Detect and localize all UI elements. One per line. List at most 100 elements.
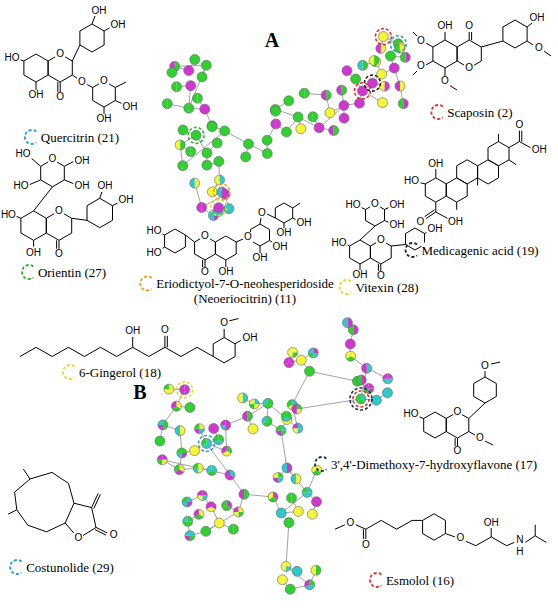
- atom-label: O: [200, 231, 210, 241]
- ring-bond: [503, 20, 527, 48]
- pie-slice: [190, 178, 195, 188]
- pie-slice: [222, 446, 227, 454]
- bond-line: [509, 160, 516, 165]
- atom-label: O: [534, 43, 544, 53]
- node-outline: [214, 203, 224, 213]
- bond-line: [456, 202, 457, 210]
- pie-slice: [325, 108, 330, 118]
- ring-bond: [275, 203, 292, 223]
- pie-slice: [361, 375, 366, 385]
- double-bond: [59, 240, 60, 248]
- bond-line: [544, 51, 551, 56]
- bond-line: [360, 226, 375, 240]
- network-node: [201, 60, 211, 70]
- pie-slice: [287, 493, 292, 503]
- node-outline: [178, 161, 188, 171]
- node-outline: [197, 491, 207, 501]
- ring-bond: [433, 40, 457, 68]
- atom-label: O: [376, 235, 386, 245]
- node-outline: [201, 438, 211, 448]
- node-outline: [228, 524, 238, 534]
- double-bond: [469, 32, 470, 40]
- atom-label: O: [99, 76, 109, 86]
- atom-label: OH: [118, 195, 135, 205]
- node-outline: [180, 385, 190, 395]
- node-outline: [175, 426, 185, 436]
- double-bond: [378, 264, 379, 271]
- atom-label: OH: [122, 102, 139, 112]
- atom-label: OH: [110, 20, 127, 30]
- ring-bond: [165, 229, 186, 253]
- atom-label: OH: [352, 270, 369, 280]
- atom-label: OH: [124, 326, 141, 336]
- atom-label: O: [475, 433, 485, 443]
- pie-slice: [384, 81, 389, 91]
- double-bond: [455, 438, 456, 446]
- node-outline: [378, 32, 388, 42]
- node-outline: [321, 90, 331, 100]
- network-node: [378, 98, 388, 108]
- node-outline: [186, 147, 196, 157]
- compound-name: 6-Gingerol (18): [79, 365, 161, 380]
- chain-bond: [366, 520, 423, 529]
- ring-bond: [24, 54, 48, 82]
- network-node: [312, 497, 322, 507]
- atom-label: OH: [276, 228, 293, 238]
- double-bond: [167, 336, 168, 348]
- pie-slice: [180, 140, 185, 150]
- node-outline: [385, 51, 395, 61]
- node-outline: [276, 508, 286, 518]
- ring-bond: [457, 160, 478, 184]
- network-edge: [297, 399, 361, 409]
- node-outline: [329, 125, 339, 135]
- pie-slice: [363, 60, 368, 70]
- double-bond: [365, 529, 366, 539]
- node-outline: [389, 63, 399, 73]
- node-outline: [201, 526, 211, 536]
- network-node: [200, 104, 210, 114]
- node-outline: [207, 187, 217, 197]
- node-outline: [214, 435, 224, 445]
- bond-line: [86, 84, 93, 88]
- panel-letter: A: [265, 30, 279, 50]
- bond-line: [293, 203, 300, 208]
- node-outline: [242, 411, 252, 421]
- pie-slice: [243, 393, 248, 403]
- double-bond: [60, 82, 61, 92]
- pie-slice: [189, 103, 194, 113]
- bond-line: [132, 337, 133, 347]
- atom-label: O: [219, 318, 229, 328]
- highlight-ring: [214, 184, 230, 200]
- atom-label: OH: [252, 253, 269, 263]
- node-outline: [212, 138, 222, 148]
- compound-name: Vitexin (28): [355, 280, 418, 295]
- ring-bond: [478, 160, 499, 184]
- bond-line: [498, 134, 499, 142]
- bond-line: [36, 82, 37, 90]
- node-outline: [224, 204, 234, 214]
- atom-label: HO: [146, 226, 163, 236]
- node-outline: [325, 108, 335, 118]
- node-outline: [371, 395, 381, 405]
- node-outline: [296, 355, 306, 365]
- node-outline: [351, 74, 361, 84]
- double-bond: [425, 210, 435, 217]
- bond-line: [426, 61, 433, 65]
- pie-slice: [172, 68, 177, 78]
- bond-line: [235, 340, 241, 343]
- atom-label: OH: [427, 159, 444, 169]
- node-outline: [175, 140, 185, 150]
- pie-slice: [172, 82, 177, 92]
- double-bond: [363, 529, 364, 539]
- pie-slice: [175, 140, 180, 150]
- bond-line: [260, 246, 261, 253]
- bond-line: [72, 218, 87, 220]
- pie-slice: [403, 99, 408, 109]
- pie-slice: [395, 81, 400, 91]
- bond-line: [64, 162, 73, 167]
- ring-bond: [80, 24, 104, 52]
- double-bond: [205, 260, 206, 267]
- pie-slice: [281, 411, 286, 419]
- pie-slice: [207, 160, 212, 170]
